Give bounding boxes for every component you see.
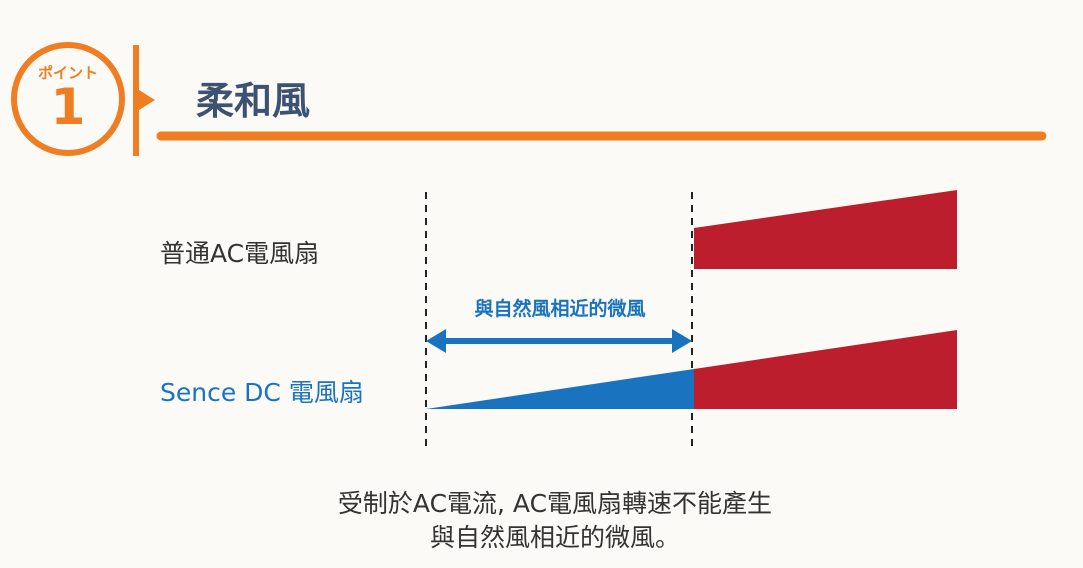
double-arrow-icon (426, 329, 692, 353)
caption-line-2: 與自然風相近的微風。 (429, 523, 680, 552)
point-badge-number: 1 (50, 78, 86, 136)
dc-fan-label: Sence DC 電風扇 (160, 378, 364, 407)
caption-line-1: 受制於AC電流, AC電風扇轉速不能產生 (337, 489, 773, 518)
header-pointer-icon (139, 90, 155, 110)
ac-fan-label: 普通AC電風扇 (160, 239, 320, 268)
ac-fan-speed-bar (694, 190, 957, 269)
dc-fan-low-speed-ramp (426, 369, 694, 409)
page-title: 柔和風 (196, 79, 311, 123)
header-vertical-divider (133, 45, 139, 156)
point-badge-circle (11, 42, 125, 156)
arrow-label: 與自然風相近的微風 (474, 298, 646, 320)
dc-fan-high-speed-bar (694, 330, 957, 409)
point-badge-label: ポイント (37, 64, 98, 82)
